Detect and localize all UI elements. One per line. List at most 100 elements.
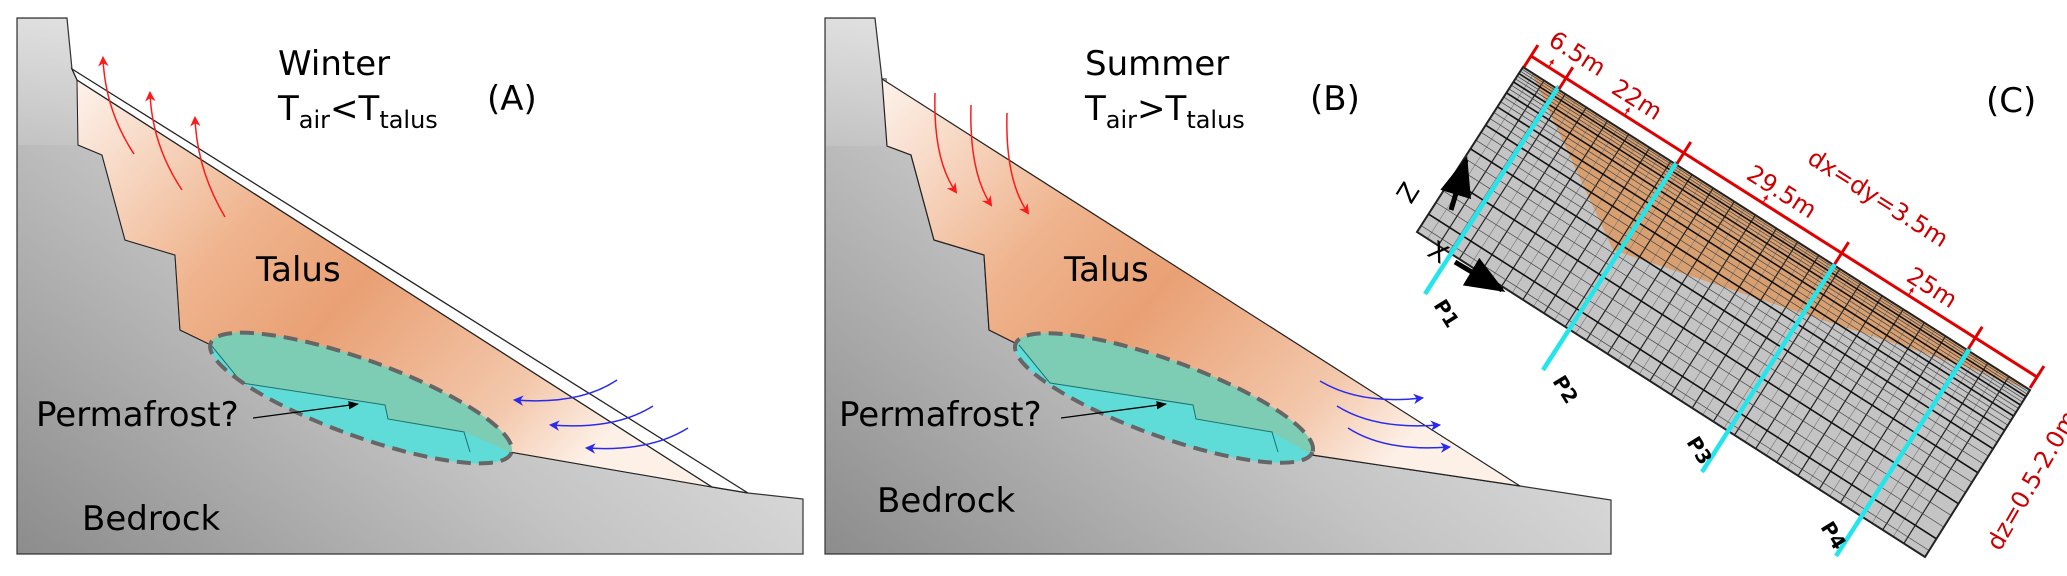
segment-length-1: 6.5m [1544, 25, 1611, 82]
cold-air-arrow [584, 427, 689, 454]
grid-column-line [1564, 160, 1672, 328]
grid-layer-line [1503, 96, 2012, 421]
grid-subcolumn-line [1892, 369, 1999, 537]
grid-column-line [1501, 120, 1609, 287]
grid-column-line [1903, 376, 2010, 544]
season-title: Summer [1085, 44, 1229, 84]
grid-layer-line [1470, 148, 1979, 474]
grid-subcolumn-line [1871, 356, 1978, 524]
grid-layer-line [1485, 124, 1994, 450]
grid-column-line [1670, 228, 1778, 395]
permafrost-zone [197, 307, 525, 487]
permafrost-pointer-arrow [252, 401, 360, 419]
talus-label: Talus [1063, 250, 1149, 290]
cold-air-arrow [1347, 427, 1452, 453]
warm-air-arrow [145, 90, 183, 191]
grid-subcolumn-line [1575, 167, 1682, 334]
grid-column-line [1606, 187, 1714, 355]
horizontal-resolution: dx=dy=3.5m [1803, 143, 1954, 253]
grid-subcolumn-line [1681, 235, 1788, 402]
cliff [18, 19, 78, 145]
grid-subcolumn-line [1448, 87, 1555, 253]
permafrost-zone [1002, 308, 1326, 486]
grid-subcolumn-line [1744, 275, 1851, 443]
dimension-tick [1967, 326, 1984, 350]
grid-layer-line [1508, 88, 2017, 413]
dimension-label-pointer [1762, 195, 1769, 204]
grid-layer-line [1516, 75, 2025, 400]
grid-column-line [1522, 133, 1630, 301]
grid-column-line [1585, 174, 1693, 341]
profile-label-p3: P3 [1682, 432, 1717, 469]
grid-subcolumn-line [1638, 208, 1746, 375]
warm-air-arrow [1006, 112, 1030, 215]
grid-layer-line [1443, 190, 1952, 516]
grid-subcolumn-line [1490, 113, 1598, 280]
grid-layer-line [1428, 213, 1937, 540]
grid-layer-line [1420, 225, 1930, 551]
grid-subcolumn-line [1554, 154, 1661, 321]
panel-label: (B) [1310, 79, 1360, 119]
grid-layer-line [1518, 72, 2027, 398]
grid-subcolumn-line [1850, 342, 1957, 510]
dimension-ticks [1522, 44, 2046, 389]
dimension-tick [1557, 66, 1575, 90]
grid-layer-line [1521, 68, 2029, 393]
dimension-label-pointer [1907, 287, 1914, 296]
permafrost-pointer-arrow [1060, 401, 1168, 419]
permafrost-label: Permafrost? [839, 395, 1042, 435]
cliff [826, 19, 887, 146]
grid-layer-line [1435, 202, 1944, 528]
grid-subcolumn-line [1596, 181, 1703, 348]
grid-column-line [1839, 335, 1947, 504]
season-title: Winter [278, 44, 390, 84]
grid-subcolumn-line [1765, 288, 1872, 456]
grid-layer-line [1475, 139, 1984, 465]
dimension-tick [1675, 141, 1693, 165]
warm-air-arrow [970, 104, 993, 207]
panel-label: (A) [487, 79, 537, 119]
grid-column-line [1543, 147, 1651, 314]
warm-air-arrow [190, 115, 226, 218]
grid-layer-line [1450, 178, 1959, 505]
z-axis-arrow [1440, 156, 1471, 211]
grid-layer-line [1496, 106, 2006, 432]
grid-subcolumn-line [1702, 248, 1809, 415]
grid-layer-line [1500, 101, 2009, 426]
grid-subcolumn-line [1533, 140, 1640, 307]
panel-a: Winter Tair<Ttalus (A) Talus Permafrost?… [16, 17, 804, 555]
profile-line-p2 [1541, 160, 1679, 372]
grid-subcolumn-line [1660, 221, 1767, 388]
talus-label: Talus [255, 250, 341, 290]
dimension-label-pointer [1624, 107, 1630, 116]
profile-line-p3 [1700, 262, 1837, 474]
grid-subcolumn-line [1617, 194, 1724, 361]
grid-subcolumn-line [1427, 73, 1534, 239]
cold-air-arrow [1319, 380, 1425, 405]
cold-air-arrow [548, 405, 654, 431]
panel-b: Summer Tair>Ttalus (B) Talus Permafrost?… [824, 17, 1612, 555]
grid-layer-line [1506, 92, 2015, 417]
x-axis-arrow [1453, 257, 1506, 293]
temperature-condition: Tair<Ttalus [277, 89, 438, 134]
grid-subcolumn-line [1469, 100, 1577, 267]
bedrock-label: Bedrock [82, 499, 221, 539]
grid-subcolumn-line [1511, 127, 1619, 294]
profile-line-p1 [1423, 84, 1561, 296]
permafrost-label: Permafrost? [36, 395, 239, 435]
grid-column-line [1776, 295, 1883, 463]
grid-layer-line [1515, 78, 2023, 403]
grid-subcolumn-line [1808, 315, 1915, 483]
dimension-tick [2028, 365, 2046, 389]
grid-layer-line [1464, 157, 1973, 483]
grid-subcolumn-line [1829, 329, 1936, 497]
surface-layer [70, 67, 749, 494]
profile-label-p4: P4 [1816, 517, 1851, 554]
grid-column-line [1733, 268, 1841, 436]
profile-line-p4 [1834, 346, 1972, 558]
bedrock-label: Bedrock [877, 481, 1016, 521]
grid-layer-line [1520, 70, 2028, 395]
panel-label: (C) [1986, 81, 2036, 121]
grid-layer-line [1513, 81, 2021, 406]
